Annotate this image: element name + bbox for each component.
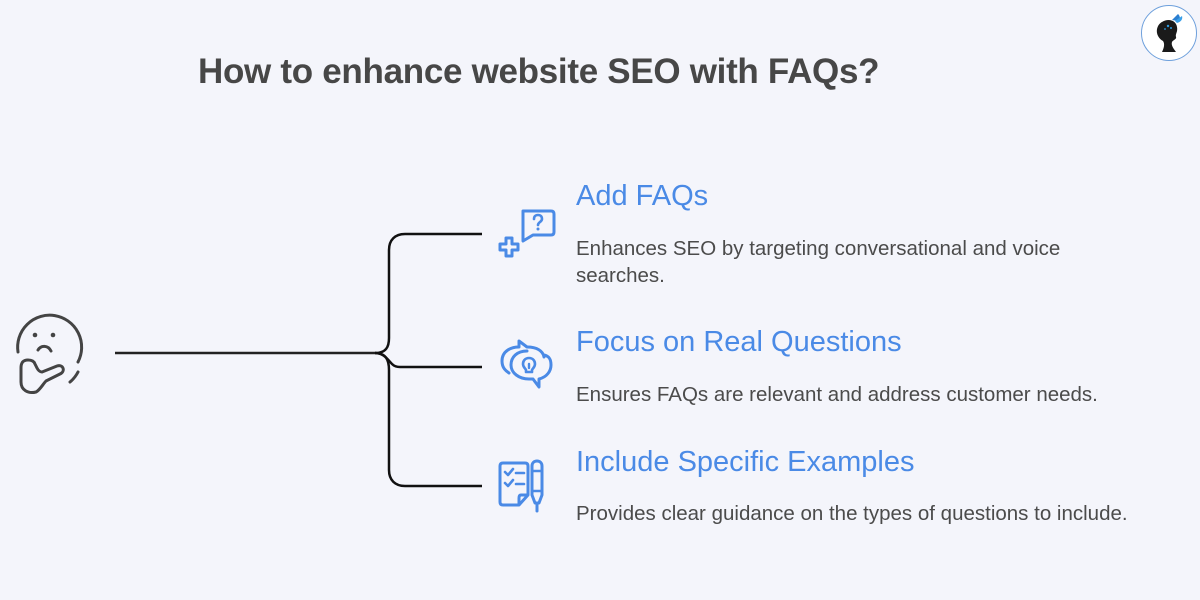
page-title: How to enhance website SEO with FAQs?	[198, 52, 880, 91]
brand-logo	[1141, 5, 1197, 61]
item-description: Enhances SEO by targeting conversational…	[576, 237, 1061, 287]
thinking-face-icon	[16, 313, 84, 394]
checklist-pen-icon	[498, 459, 544, 513]
item-title: Focus on Real Questions	[576, 326, 902, 358]
item-title: Add FAQs	[576, 180, 709, 212]
question-bubble-plus-icon	[498, 209, 556, 258]
item-description: Provides clear guidance on the types of …	[576, 502, 1128, 525]
woman-silhouette-butterfly-icon	[1156, 14, 1183, 53]
item-title: Include Specific Examples	[576, 446, 915, 478]
chat-bubbles-lightbulb-icon	[500, 339, 553, 389]
item-description: Ensures FAQs are relevant and address cu…	[576, 383, 1098, 406]
